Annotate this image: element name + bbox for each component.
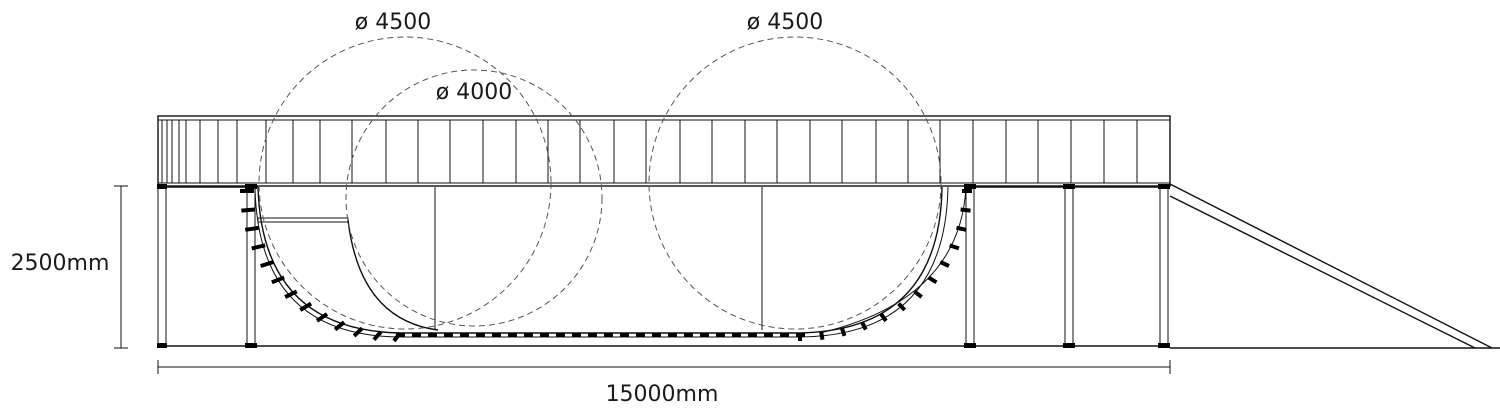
rib bbox=[251, 243, 266, 251]
block bbox=[157, 343, 167, 348]
post-right-mid bbox=[1064, 186, 1074, 347]
railing bbox=[157, 115, 1171, 187]
rib bbox=[299, 301, 313, 312]
rib bbox=[352, 326, 364, 338]
rib bbox=[960, 207, 971, 213]
block bbox=[964, 343, 976, 348]
railing-balusters bbox=[161, 120, 1138, 183]
rib bbox=[939, 260, 950, 268]
post-right-outer bbox=[1159, 186, 1169, 347]
rib bbox=[913, 289, 923, 299]
rib bbox=[956, 225, 967, 232]
rib bbox=[315, 312, 329, 323]
ramp-bottom-edge bbox=[1169, 195, 1476, 349]
block bbox=[245, 184, 257, 189]
block bbox=[964, 184, 976, 189]
rib bbox=[879, 312, 888, 323]
rib bbox=[284, 289, 298, 299]
rib bbox=[840, 327, 847, 337]
block bbox=[1063, 184, 1075, 189]
rib bbox=[927, 275, 938, 285]
circle-mid-4000 bbox=[345, 69, 603, 327]
block bbox=[157, 184, 167, 189]
diameter-circles bbox=[258, 36, 942, 330]
halfpipe-ribs bbox=[240, 189, 972, 343]
rib bbox=[897, 302, 907, 312]
block bbox=[1063, 343, 1075, 348]
circle-label-right: ø 4500 bbox=[747, 10, 823, 35]
height-dimension: 2500mm bbox=[11, 185, 128, 349]
block bbox=[1158, 343, 1170, 348]
width-label: 15000mm bbox=[606, 382, 719, 407]
width-dimension: 15000mm bbox=[157, 360, 1171, 407]
rib bbox=[241, 207, 256, 213]
support-posts bbox=[157, 184, 1170, 348]
circle-label-mid: ø 4000 bbox=[436, 80, 512, 105]
rib bbox=[949, 243, 960, 251]
railing-frame bbox=[157, 115, 1171, 187]
rib bbox=[372, 330, 383, 342]
inner-transition-curve bbox=[347, 219, 439, 331]
height-label: 2500mm bbox=[11, 251, 110, 276]
post-left-outer bbox=[157, 186, 167, 347]
right-wall-curve bbox=[819, 186, 967, 334]
halfpipe-inner-curve bbox=[257, 186, 943, 334]
rib bbox=[333, 320, 346, 332]
halfpipe-outer-curve bbox=[254, 186, 949, 338]
rib bbox=[271, 275, 285, 285]
coping-bar bbox=[257, 217, 349, 223]
halfpipe-surface bbox=[240, 186, 972, 343]
circle-right-4500 bbox=[648, 36, 942, 330]
block bbox=[245, 343, 257, 348]
rib bbox=[860, 321, 868, 331]
circle-left-4500 bbox=[258, 36, 552, 330]
rib bbox=[244, 225, 260, 232]
circle-label-left: ø 4500 bbox=[355, 10, 431, 35]
rib bbox=[260, 260, 275, 268]
access-ramp bbox=[1169, 183, 1493, 349]
ramp-top-edge bbox=[1169, 183, 1493, 349]
rib bbox=[819, 331, 825, 341]
block bbox=[1158, 184, 1170, 189]
